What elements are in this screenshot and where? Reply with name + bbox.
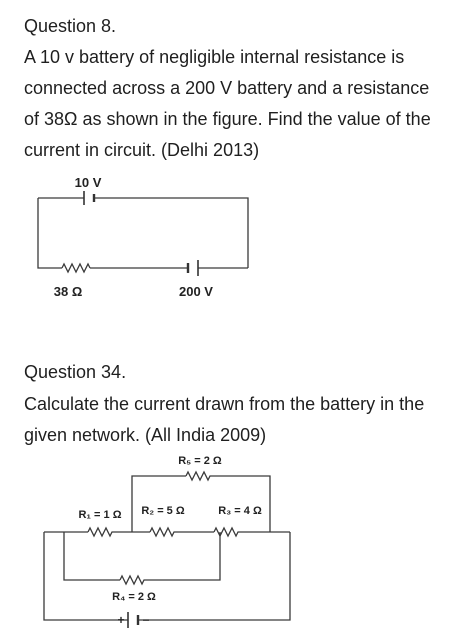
- q8-line-3: of 38Ω as shown in the figure. Find the …: [24, 109, 431, 129]
- q34-line-2: given network. (All India 2009): [24, 425, 267, 445]
- q34-text: Calculate the current drawn from the bat…: [24, 389, 464, 451]
- q8-top-wire: [38, 197, 249, 268]
- q34-resistor-r2: [149, 526, 176, 538]
- q34-resistor-r5: [185, 470, 212, 482]
- q8-line-4: current in circuit. (Delhi 2013): [24, 140, 260, 160]
- q34-outer-loop-wire: [43, 532, 291, 621]
- q34-label-r3: R₃ = 4 Ω: [218, 505, 262, 517]
- q8-label-200v: 200 V: [179, 284, 213, 299]
- q8-line-2: connected across a 200 V battery and a r…: [24, 78, 430, 98]
- q34-label-r2: R₂ = 5 Ω: [141, 505, 185, 517]
- q34-junction-wires: [63, 524, 271, 581]
- q8-left-wire: [37, 198, 62, 269]
- q8-circuit-diagram: 10 V 38 Ω 200 V: [37, 175, 249, 299]
- q34-r5-branch-wire: [131, 475, 271, 524]
- q8-heading: Question 8.: [24, 16, 117, 36]
- q8-text: A 10 v battery of negligible internal re…: [24, 42, 464, 166]
- q34-heading: Question 34.: [24, 362, 127, 382]
- q8-label-10v: 10 V: [75, 175, 102, 190]
- q34-circuit-diagram: R₅ = 2 Ω R₁ = 1 Ω R₂ = 5 Ω R₃ = 4 Ω R₄ =…: [43, 455, 291, 628]
- q8-label-38ohm: 38 Ω: [54, 284, 83, 299]
- q34-label-r1: R₁ = 1 Ω: [78, 509, 121, 521]
- q8-line-1: A 10 v battery of negligible internal re…: [24, 47, 405, 67]
- q34-label-r5: R₅ = 2 Ω: [178, 455, 222, 467]
- q34-battery-minus-sign: −: [142, 613, 149, 627]
- q34-battery-plus-sign: +: [117, 613, 124, 627]
- q34-label-r4: R₄ = 2 Ω: [112, 591, 156, 603]
- q34-resistor-r3: [213, 526, 240, 538]
- q34-resistor-r4: [119, 574, 146, 586]
- q34-line-1: Calculate the current drawn from the bat…: [24, 394, 425, 414]
- q34-resistor-r1: [87, 526, 114, 538]
- q8-resistor-38: [61, 262, 91, 274]
